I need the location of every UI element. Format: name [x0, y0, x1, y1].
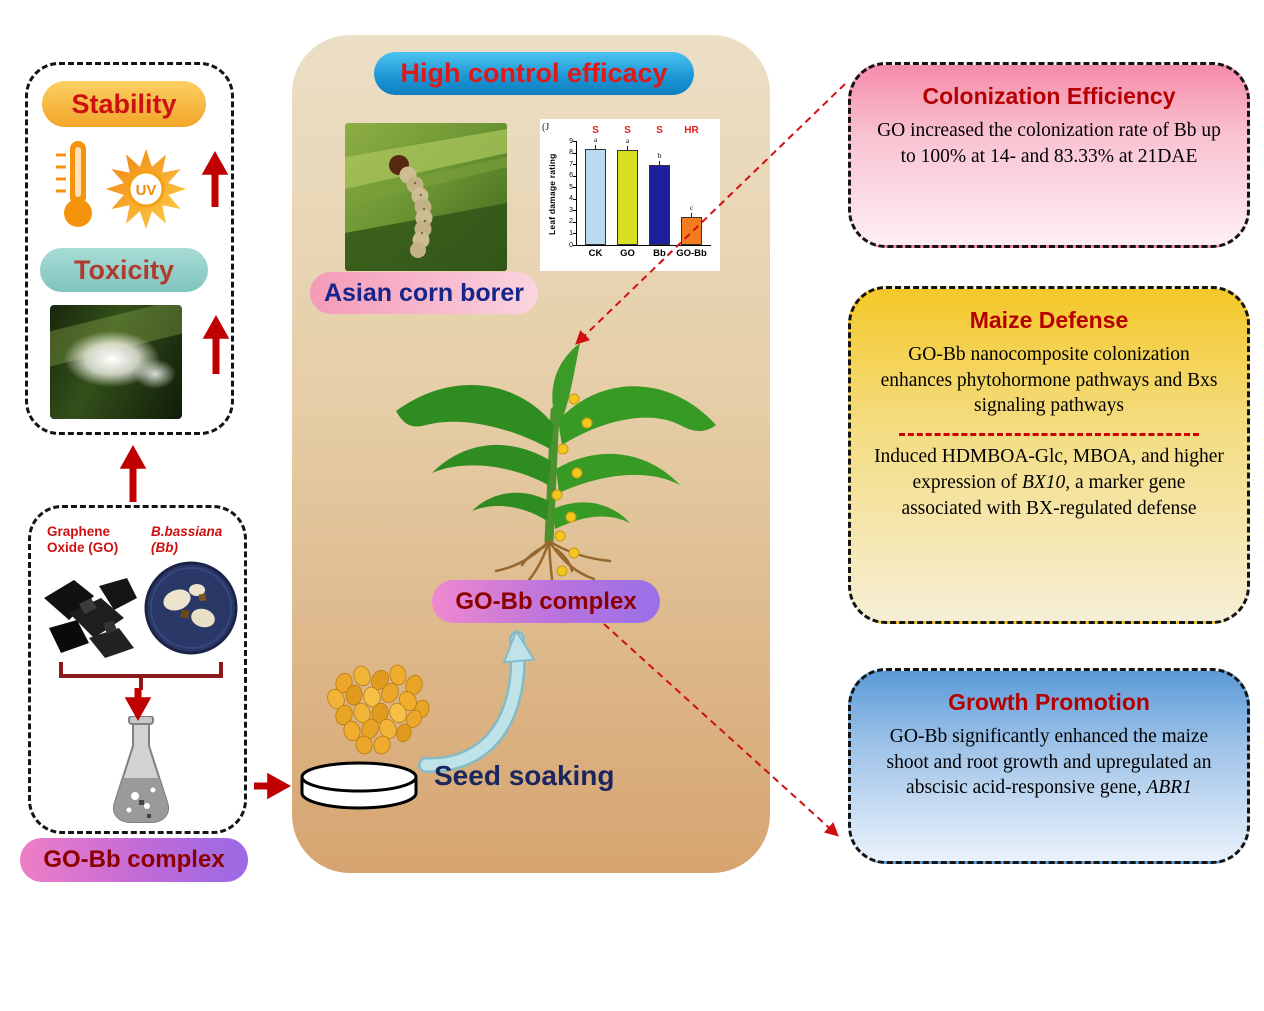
- error-bar: [595, 145, 596, 150]
- significance-label: HR: [684, 125, 699, 136]
- y-tick-mark: [573, 141, 577, 142]
- petri-dish-culture-photo: [143, 560, 239, 656]
- y-tick-label: 8: [569, 149, 573, 157]
- gene-name-italic: BX10: [1021, 471, 1066, 493]
- colonization-efficiency-box: Colonization Efficiency GO increased the…: [848, 62, 1250, 248]
- corn-seeds-image: [322, 661, 434, 759]
- y-tick-label: 2: [569, 218, 573, 226]
- dashed-divider: [899, 433, 1199, 437]
- chart-y-axis-label: Leaf damage rating: [547, 153, 557, 235]
- stability-toxicity-panel: Stability UV: [25, 62, 234, 435]
- y-tick-label: 5: [569, 183, 573, 191]
- chart-panel-label: (J: [542, 122, 550, 133]
- graphene-oxide-image: [39, 568, 144, 663]
- go-bb-complex-badge-center: GO-Bb complex: [432, 580, 660, 623]
- significance-label: S: [624, 125, 631, 136]
- y-tick-mark: [573, 187, 577, 189]
- materials-panel: Graphene Oxide (GO) B.bassiana (Bb): [28, 505, 247, 834]
- y-tick-mark: [573, 245, 577, 246]
- error-bar: [691, 213, 692, 218]
- y-tick-label: 9: [569, 137, 573, 145]
- y-tick-label: 4: [569, 195, 573, 203]
- y-tick-mark: [573, 233, 577, 235]
- bracket-shape: [57, 660, 225, 692]
- chart-bar-CK: [585, 149, 606, 245]
- x-category-label: CK: [588, 248, 603, 259]
- flask-icon: [95, 716, 187, 828]
- box-title: Growth Promotion: [948, 689, 1150, 715]
- box-title: Colonization Efficiency: [922, 83, 1176, 109]
- error-bar: [659, 161, 660, 166]
- y-tick-label: 6: [569, 172, 573, 180]
- y-tick-label: 1: [569, 229, 573, 237]
- stability-badge: Stability: [42, 81, 206, 127]
- maize-defense-box: Maize Defense GO-Bb nanocomposite coloni…: [848, 286, 1250, 624]
- significance-label: S: [656, 125, 663, 136]
- group-letter-label: a: [593, 135, 598, 145]
- box-body: GO increased the colonization rate of Bb…: [877, 120, 1221, 167]
- chart-bar-GO-Bb: [681, 217, 702, 245]
- box-body: GO-Bb significantly enhanced the maize s…: [886, 726, 1212, 799]
- group-letter-label: b: [657, 151, 662, 161]
- beauveria-bassiana-label: B.bassiana (Bb): [151, 524, 223, 556]
- petri-dish-drawing: [298, 757, 420, 811]
- box-paragraph-2: Induced HDMBOA-Glc, MBOA, and higher exp…: [874, 446, 1224, 519]
- chart-bar-GO: [617, 150, 638, 245]
- center-application-panel: High control efficacy: [292, 35, 770, 873]
- box-title: Maize Defense: [969, 307, 1129, 333]
- svg-text:UV: UV: [136, 182, 157, 199]
- uv-sun-icon: UV: [104, 147, 188, 231]
- box-paragraph-1: GO-Bb nanocomposite colonization enhance…: [880, 344, 1218, 417]
- corn-borer-photo: [345, 123, 507, 271]
- y-tick-mark: [573, 210, 577, 212]
- toxicity-badge: Toxicity: [40, 248, 208, 292]
- group-letter-label: a: [625, 136, 630, 146]
- significance-label: S: [592, 125, 599, 136]
- high-control-efficacy-badge: High control efficacy: [374, 52, 694, 95]
- y-tick-mark: [573, 152, 577, 154]
- y-tick-label: 0: [569, 241, 573, 249]
- growth-promotion-box: Growth Promotion GO-Bb significantly enh…: [848, 668, 1250, 864]
- chart-bar-Bb: [649, 165, 670, 245]
- y-tick-mark: [573, 175, 577, 177]
- y-tick-label: 3: [569, 206, 573, 214]
- y-tick-mark: [573, 221, 577, 223]
- error-bar: [627, 146, 628, 151]
- y-tick-label: 7: [569, 160, 573, 168]
- group-letter-label: c: [689, 203, 694, 213]
- x-category-label: Bb: [653, 248, 666, 259]
- curved-arrow-icon: [410, 613, 545, 778]
- graphene-oxide-label: Graphene Oxide (GO): [47, 524, 119, 556]
- y-tick-mark: [573, 164, 577, 166]
- maize-plant-illustration: [384, 333, 724, 598]
- seed-soaking-label: Seed soaking: [434, 760, 615, 791]
- gene-name-italic: ABR1: [1146, 777, 1192, 799]
- go-bb-complex-badge-left: GO-Bb complex: [20, 838, 248, 882]
- thermometer-icon: [48, 137, 106, 231]
- x-category-label: GO: [620, 248, 635, 259]
- asian-corn-borer-badge: Asian corn borer: [310, 272, 538, 314]
- fungal-colony-blob-small: [134, 359, 176, 389]
- x-category-label: GO-Bb: [676, 248, 707, 259]
- fungus-on-leaf-photo: [50, 305, 182, 419]
- y-tick-mark: [573, 198, 577, 200]
